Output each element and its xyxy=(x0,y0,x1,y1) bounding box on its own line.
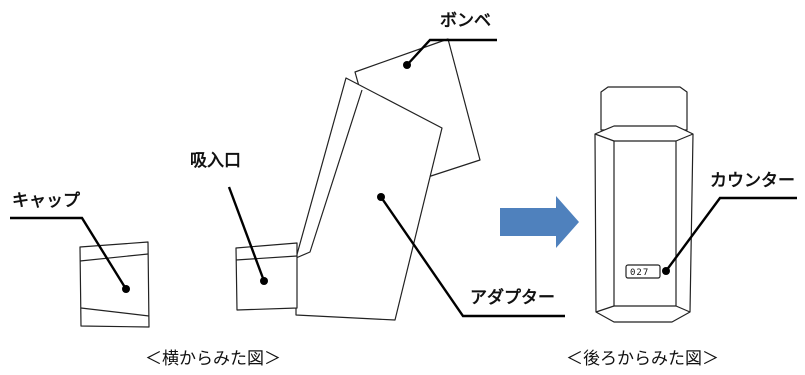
label-counter: カウンター xyxy=(710,171,795,191)
dot-canister xyxy=(403,61,411,69)
arrow xyxy=(500,196,579,248)
label-adapter: アダプター xyxy=(470,287,555,308)
label-cap: キャップ xyxy=(12,190,81,211)
counter-window xyxy=(625,264,661,279)
leader-cap xyxy=(10,216,128,290)
caption-back-view: ＜後ろからみた図＞ xyxy=(566,349,719,369)
caption-side-view: ＜横からみた図＞ xyxy=(145,349,281,369)
dot-cap xyxy=(122,285,130,293)
dot-mouthpiece xyxy=(260,277,268,285)
dot-adapter xyxy=(377,193,385,201)
leader-counter xyxy=(665,196,797,272)
cap xyxy=(79,241,150,328)
label-canister: ボンベ xyxy=(440,11,491,31)
leader-adapter xyxy=(380,196,565,318)
label-mouthpiece: 吸入口 xyxy=(190,151,241,171)
counter-reading: 027 xyxy=(630,268,649,278)
captions: ＜横からみた図＞ ＜後ろからみた図＞ xyxy=(145,349,719,369)
adapter xyxy=(295,77,443,321)
inhaler-side-view xyxy=(235,38,481,321)
inhaler-back-view: 027 xyxy=(594,86,694,323)
leader-canister xyxy=(406,38,497,66)
labels: ボンベ 吸入口 キャップ カウンター アダプター xyxy=(12,11,795,308)
dot-counter xyxy=(662,267,670,275)
leader-mouthpiece xyxy=(227,186,266,282)
mouthpiece xyxy=(235,242,298,311)
leader-lines xyxy=(10,38,797,318)
